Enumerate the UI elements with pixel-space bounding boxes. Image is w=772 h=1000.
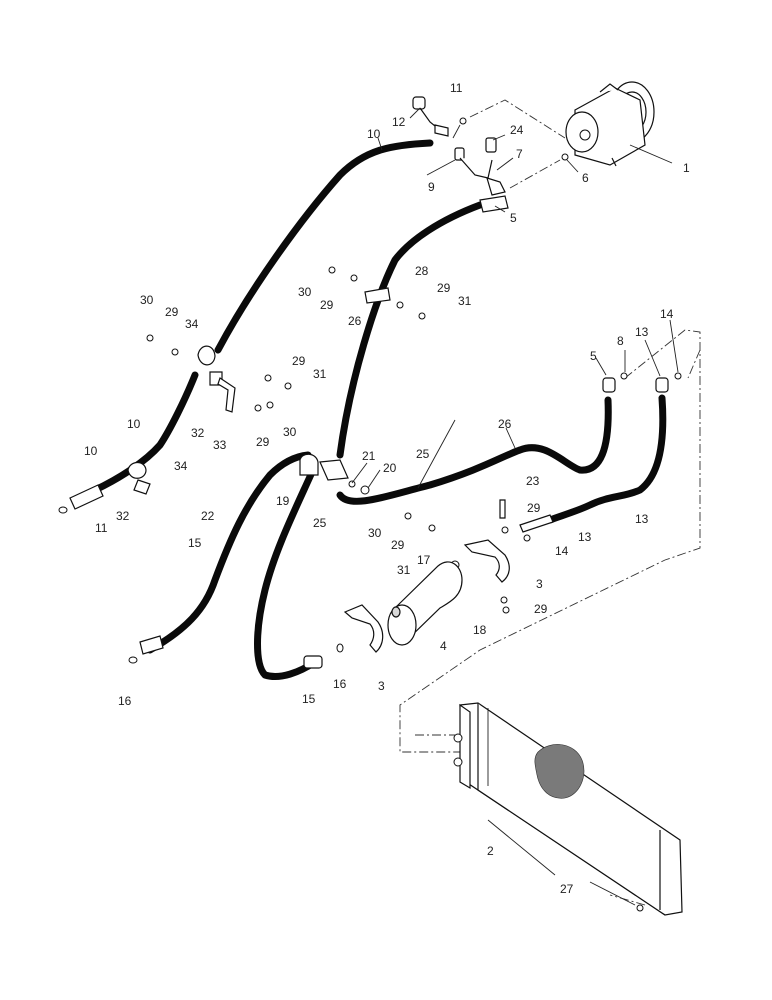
callout-11: 11 bbox=[95, 521, 108, 535]
hoses bbox=[91, 139, 667, 680]
callout-7: 7 bbox=[516, 147, 523, 161]
callout-31: 31 bbox=[397, 563, 411, 577]
callout-11: 11 bbox=[450, 81, 463, 95]
callout-10: 10 bbox=[127, 417, 141, 431]
compressor bbox=[565, 81, 655, 167]
callout-32: 32 bbox=[116, 509, 130, 523]
callout-30: 30 bbox=[140, 293, 154, 307]
callout-30: 30 bbox=[283, 425, 297, 439]
callout-3: 3 bbox=[536, 577, 543, 591]
callout-3: 3 bbox=[378, 679, 385, 693]
callout-25: 25 bbox=[313, 516, 327, 530]
hardware-dots bbox=[146, 266, 510, 614]
callout-15: 15 bbox=[302, 692, 316, 706]
callout-14: 14 bbox=[555, 544, 569, 558]
callout-16: 16 bbox=[333, 677, 347, 691]
callout-29: 29 bbox=[527, 501, 541, 515]
callout-26: 26 bbox=[498, 417, 512, 431]
callout-29: 29 bbox=[391, 538, 405, 552]
callout-13: 13 bbox=[635, 325, 649, 339]
callout-12: 12 bbox=[392, 115, 406, 129]
callout-31: 31 bbox=[313, 367, 327, 381]
condenser bbox=[453, 702, 683, 916]
callout-10: 10 bbox=[367, 127, 381, 141]
callout-13: 13 bbox=[635, 512, 649, 526]
callout-5: 5 bbox=[590, 349, 597, 363]
clamps bbox=[127, 287, 391, 495]
callout-28: 28 bbox=[415, 264, 429, 278]
callout-34: 34 bbox=[174, 459, 188, 473]
hose-end-fittings bbox=[58, 195, 682, 669]
hose-15-right bbox=[254, 466, 319, 680]
bracket-upper bbox=[463, 539, 510, 583]
callout-15: 15 bbox=[188, 536, 202, 550]
hose-13 bbox=[546, 394, 667, 524]
callout-2: 2 bbox=[487, 844, 494, 858]
receiver-drier bbox=[387, 561, 463, 646]
hose-25 bbox=[336, 396, 612, 505]
callout-29: 29 bbox=[292, 354, 306, 368]
callout-34: 34 bbox=[185, 317, 199, 331]
bracket-lower bbox=[343, 604, 384, 653]
callout-10: 10 bbox=[84, 444, 98, 458]
callout-22: 22 bbox=[201, 509, 215, 523]
callout-1: 1 bbox=[683, 161, 690, 175]
callout-16: 16 bbox=[118, 694, 132, 708]
hose-10-lower bbox=[91, 371, 199, 494]
callout-29: 29 bbox=[165, 305, 179, 319]
callout-14: 14 bbox=[660, 307, 674, 321]
callout-21: 21 bbox=[362, 449, 376, 463]
callout-24: 24 bbox=[510, 123, 524, 137]
hose-15-left bbox=[146, 451, 312, 654]
hose-10-upper bbox=[214, 139, 434, 354]
callout-29: 29 bbox=[256, 435, 270, 449]
callout-27: 27 bbox=[560, 882, 574, 896]
callout-31: 31 bbox=[458, 294, 472, 308]
callout-5: 5 bbox=[510, 211, 517, 225]
callout-9: 9 bbox=[428, 180, 435, 194]
callout-23: 23 bbox=[526, 474, 540, 488]
callout-13: 13 bbox=[578, 530, 592, 544]
compressor-fittings bbox=[412, 96, 569, 196]
callout-29: 29 bbox=[320, 298, 334, 312]
callout-6: 6 bbox=[582, 171, 589, 185]
callout-33: 33 bbox=[213, 438, 227, 452]
callout-20: 20 bbox=[383, 461, 397, 475]
callout-30: 30 bbox=[368, 526, 382, 540]
leader-lines bbox=[351, 107, 679, 906]
dashed-connection-lines bbox=[399, 99, 701, 906]
callout-26: 26 bbox=[348, 314, 362, 328]
callout-29: 29 bbox=[534, 602, 548, 616]
callout-18: 18 bbox=[473, 623, 487, 637]
callout-30: 30 bbox=[298, 285, 312, 299]
callout-19: 19 bbox=[276, 494, 290, 508]
callout-32: 32 bbox=[191, 426, 205, 440]
callout-17: 17 bbox=[417, 553, 431, 567]
hose-5 bbox=[336, 201, 484, 459]
callout-labels: 1 2 3 3 4 5 5 6 7 8 9 10 10 10 11 11 12 … bbox=[84, 81, 690, 896]
callout-29: 29 bbox=[437, 281, 451, 295]
callout-8: 8 bbox=[617, 334, 624, 348]
callout-25: 25 bbox=[416, 447, 430, 461]
callout-4: 4 bbox=[440, 639, 447, 653]
